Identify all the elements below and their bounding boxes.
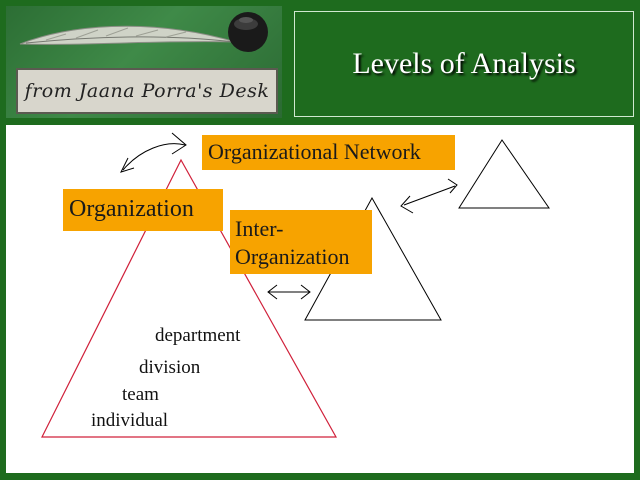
label-inter-organization: Inter- Organization: [230, 210, 372, 274]
level-individual: individual: [91, 410, 169, 431]
double-arrow-icon: [267, 284, 311, 300]
inkwell-icon: [228, 12, 268, 52]
logo-banner: from Jaana Porra's Desk: [6, 6, 282, 118]
organization-triangle: [41, 158, 338, 438]
label-inter-organization-line2: Organization: [235, 244, 350, 269]
label-inter-organization-line1: Inter-: [235, 216, 284, 241]
double-arrow-icon: [400, 178, 458, 214]
level-department: department: [155, 325, 241, 346]
level-division: division: [139, 357, 201, 378]
label-organizational-network: Organizational Network: [202, 135, 455, 170]
network-triangle: [458, 139, 550, 209]
logo-caption: from Jaana Porra's Desk: [16, 68, 278, 114]
label-organization: Organization: [63, 189, 223, 231]
level-team: team: [122, 384, 159, 405]
title-frame: Levels of Analysis: [294, 11, 634, 117]
page-title: Levels of Analysis: [352, 47, 576, 80]
curved-arrow-icon: [120, 132, 187, 173]
